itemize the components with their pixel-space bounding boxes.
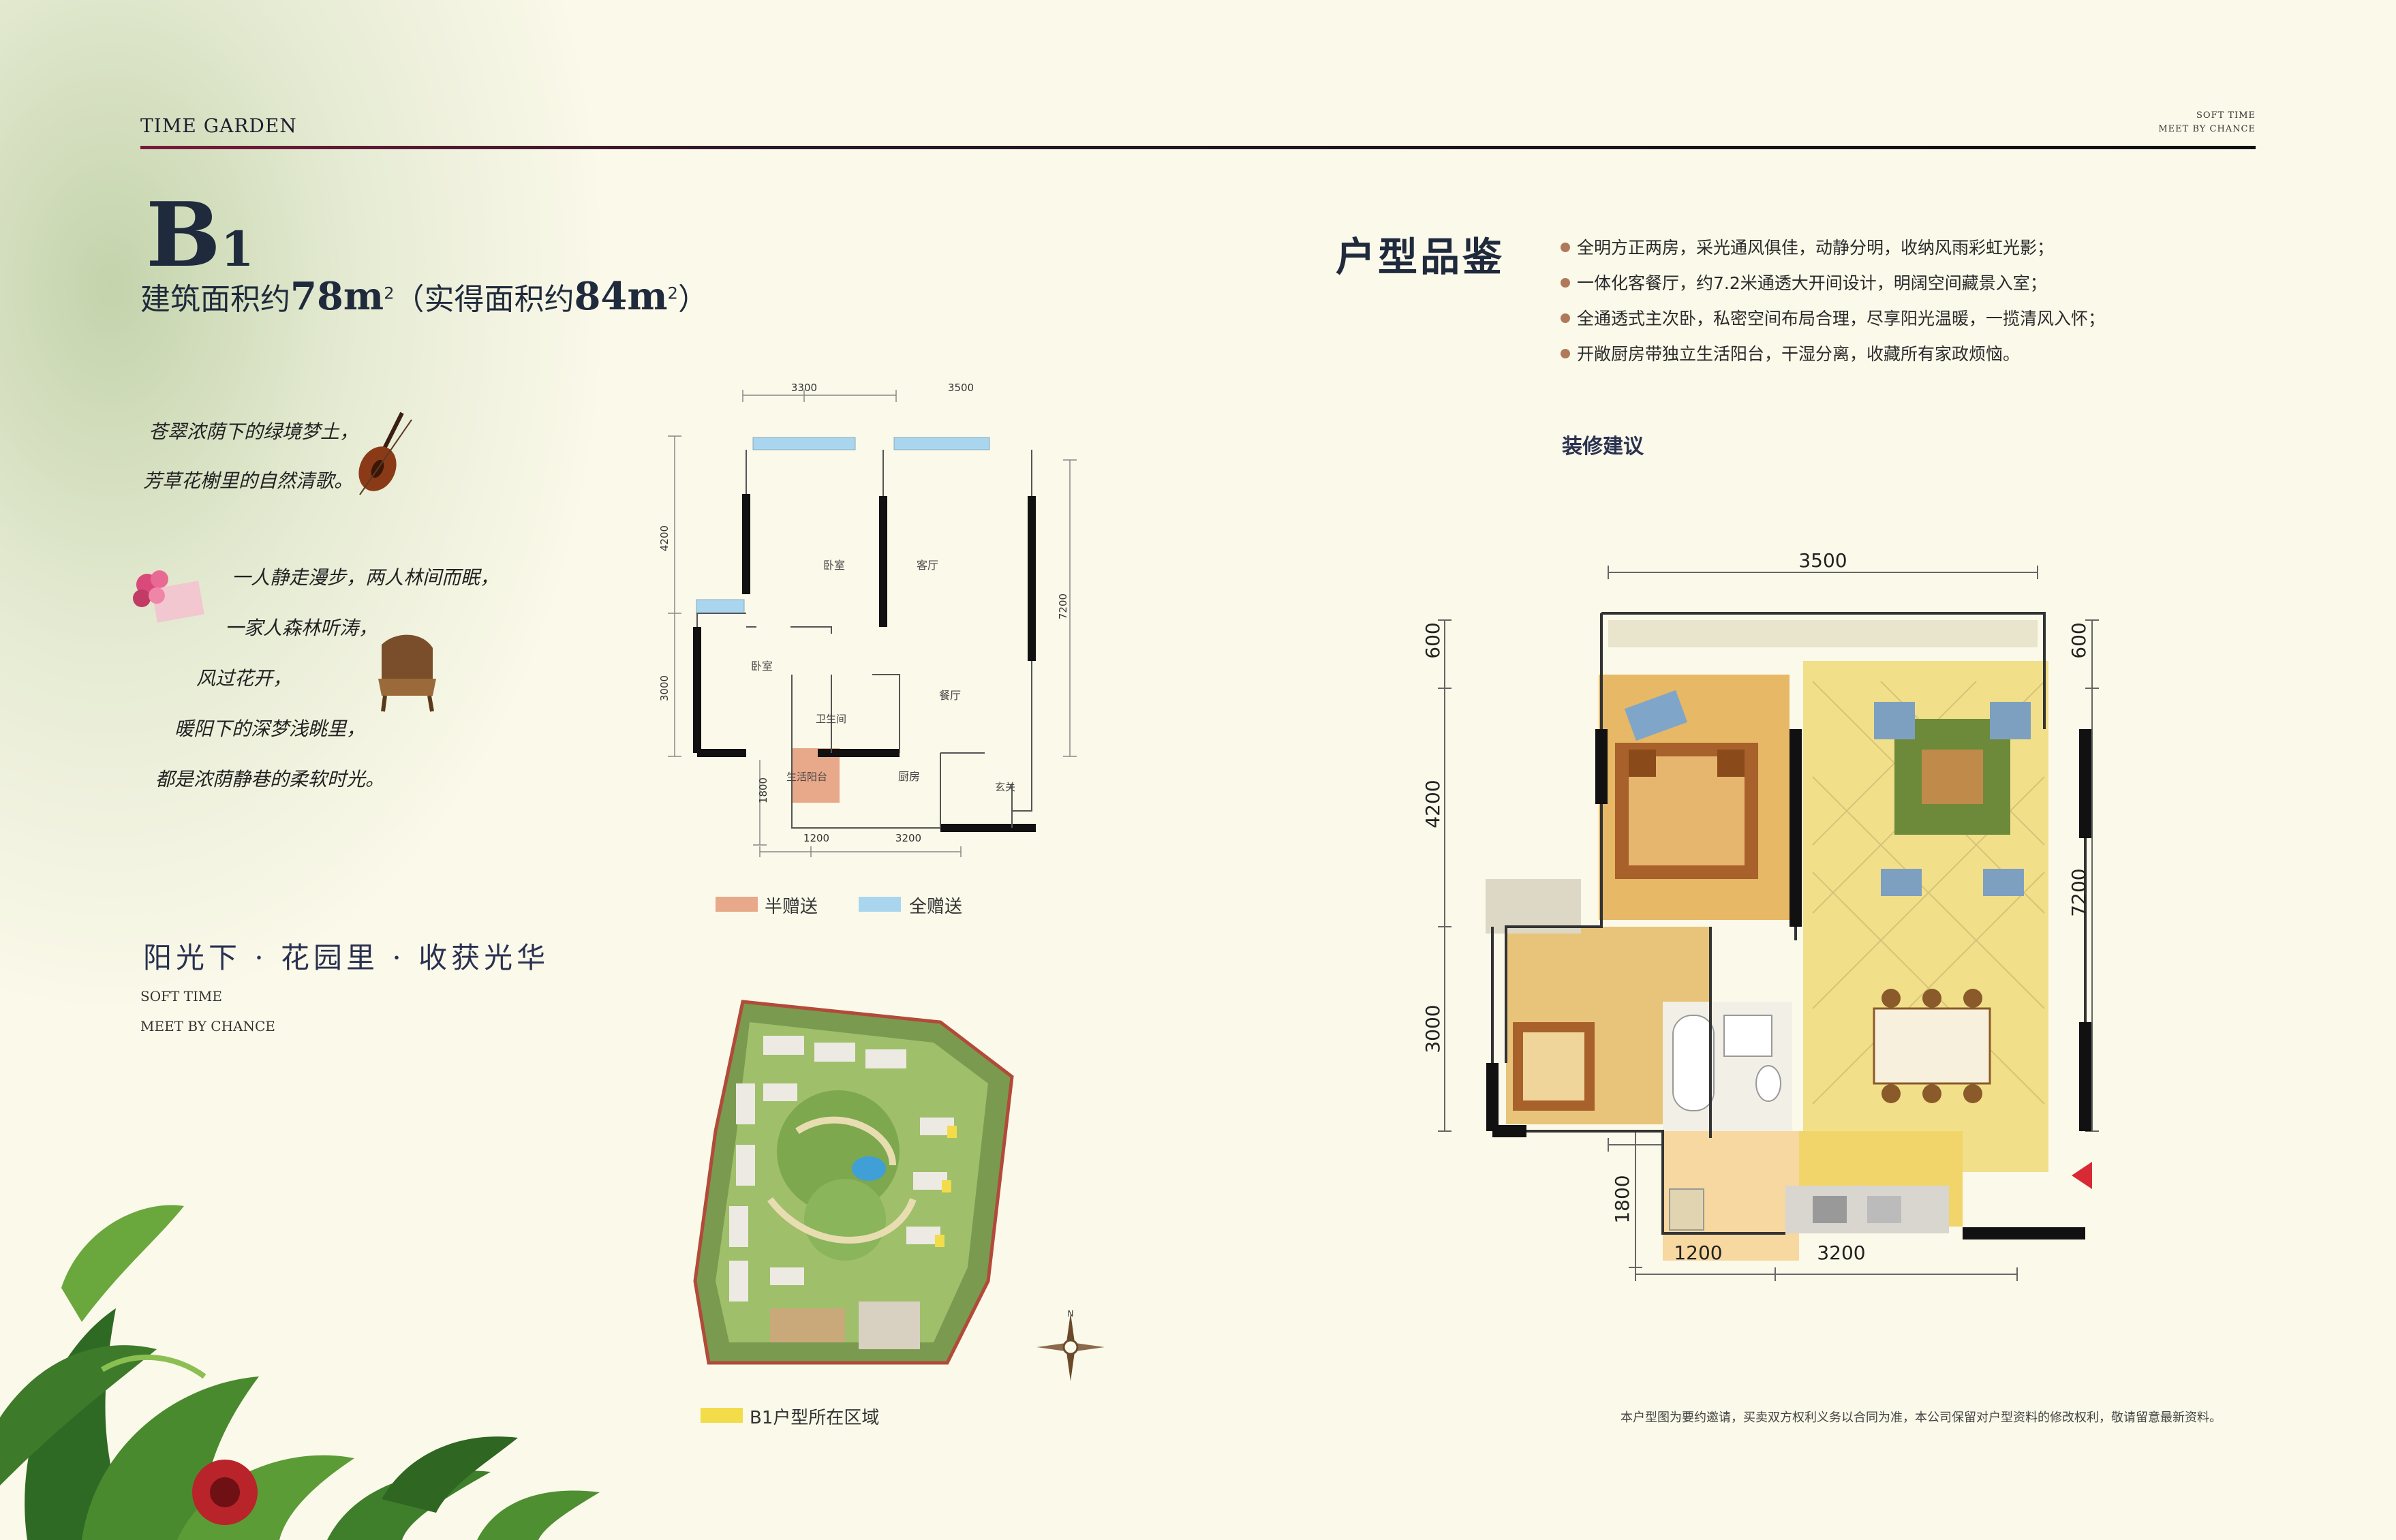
legend-swatch-full	[859, 897, 901, 912]
poem-line: 一人静走漫步，两人林间而眠，	[232, 566, 500, 589]
header-tagline-line2: MEET BY CHANCE	[2158, 124, 2256, 134]
dim-right: 7200	[2068, 868, 2090, 917]
legend-half-label: 半赠送	[765, 897, 818, 917]
site-legend-label: B1户型所在区域	[750, 1408, 880, 1428]
dim-bottom-left: 1200	[803, 832, 829, 844]
slogan: 阳光下 · 花园里 · 收获光华	[143, 941, 550, 974]
small-floor-plan: 3300 3500 4200 3000 7200 1800 1200 3200 …	[658, 382, 1077, 857]
poem-line: 风过花开，	[196, 667, 292, 690]
dim-top-right: 3500	[948, 382, 974, 394]
room-living: 客厅	[917, 559, 938, 572]
area-value: 78m	[290, 274, 384, 319]
room-dining: 餐厅	[939, 689, 961, 702]
poem-line: 都是浓荫静巷的柔软时光。	[155, 768, 385, 790]
poem-line: 一家人森林听涛，	[225, 617, 378, 639]
dim-bottom-right: 3200	[895, 832, 921, 844]
section-title: 户型品鉴	[1336, 234, 1505, 280]
header-tagline: SOFT TIME MEET BY CHANCE	[2158, 109, 2256, 136]
decoration-title: 装修建议	[1562, 435, 1644, 459]
wicker-chair-icon	[378, 634, 436, 712]
dim-top-left: 3300	[791, 382, 817, 394]
actual-area-value: 84m	[574, 274, 668, 319]
header-rule	[140, 146, 2256, 149]
entrance-arrow-icon	[2072, 1162, 2092, 1189]
room-bedroom2: 卧室	[751, 660, 773, 673]
room-kitchen: 厨房	[898, 770, 920, 783]
site-legend-swatch	[701, 1408, 743, 1423]
dim-left-top: 600	[1422, 622, 1444, 658]
site-plan-map	[693, 1000, 1014, 1365]
violin-icon	[358, 412, 412, 495]
area-suffix: ）	[677, 282, 708, 317]
brand-title: TIME GARDEN	[140, 114, 297, 137]
area-prefix: 建筑面积约	[140, 282, 290, 317]
unit-code-main: B	[146, 183, 221, 287]
feature-item: 全通透式主次卧，私密空间布局合理，尽享阳光温暖，一揽清风入怀；	[1561, 305, 2105, 330]
area-sq-2: 2	[667, 283, 678, 303]
dim-right-top: 600	[2068, 622, 2090, 658]
disclaimer: 本户型图为要约邀请，买卖双方权利义务以合同为准，本公司保留对户型资料的修改权利，…	[1621, 1411, 2222, 1425]
feature-item: 一体化客餐厅，约7.2米通透大开间设计，明阔空间藏景入室；	[1561, 270, 2047, 294]
feature-item: 全明方正两房，采光通风俱佳，动静分明，收纳风雨彩虹光影；	[1561, 234, 2054, 259]
flowers-gift-icon	[133, 570, 204, 623]
dim-bottom-right: 3200	[1817, 1242, 1865, 1264]
dim-right: 7200	[1057, 594, 1069, 619]
legend-swatch-half	[716, 897, 758, 912]
dim-left-low: 3000	[1422, 1004, 1444, 1053]
area-mid: （实得面积约	[394, 282, 574, 317]
poem-line: 芳草花榭里的自然清歌。	[143, 469, 354, 492]
compass-north-label: N	[1068, 1310, 1074, 1319]
soft-time-line1: SOFT TIME	[140, 988, 222, 1004]
area-info: 建筑面积约78m2（实得面积约84m2）	[140, 274, 708, 319]
unit-code-sub: 1	[220, 221, 254, 277]
dim-left-upper: 4200	[658, 525, 671, 551]
legend-full-label: 全赠送	[909, 897, 963, 917]
room-balcony: 生活阳台	[786, 771, 827, 783]
dim-bottom-left: 1200	[1674, 1242, 1722, 1264]
dim-left-lower: 3000	[658, 675, 671, 701]
dim-left-bottom: 1800	[1611, 1175, 1633, 1223]
dim-left-bottom: 1800	[757, 777, 769, 803]
leaves-decoration	[0, 1205, 600, 1540]
poem-line: 苍翠浓荫下的绿境梦土，	[149, 420, 359, 443]
furnished-floor-plan: 3500 600 600 4200 3000 7200 1800 1200 32…	[1422, 549, 2099, 1281]
compass-icon: N	[1036, 1310, 1105, 1381]
dim-left-mid: 4200	[1422, 780, 1444, 828]
feature-item: 开敞厨房带独立生活阳台，干湿分离，收藏所有家政烦恼。	[1561, 341, 2020, 365]
dim-top: 3500	[1798, 549, 1847, 572]
room-entry: 玄关	[995, 781, 1015, 793]
soft-time-line2: MEET BY CHANCE	[140, 1018, 275, 1034]
header-tagline-line1: SOFT TIME	[2196, 110, 2256, 121]
unit-code: B1	[146, 191, 254, 294]
poem-line: 暖阳下的深梦浅眺里，	[174, 718, 366, 740]
room-bath: 卫生间	[816, 713, 846, 725]
room-bedroom1: 卧室	[823, 559, 845, 572]
background-foliage-glow	[0, 0, 613, 1022]
area-sq-1: 2	[384, 283, 395, 303]
